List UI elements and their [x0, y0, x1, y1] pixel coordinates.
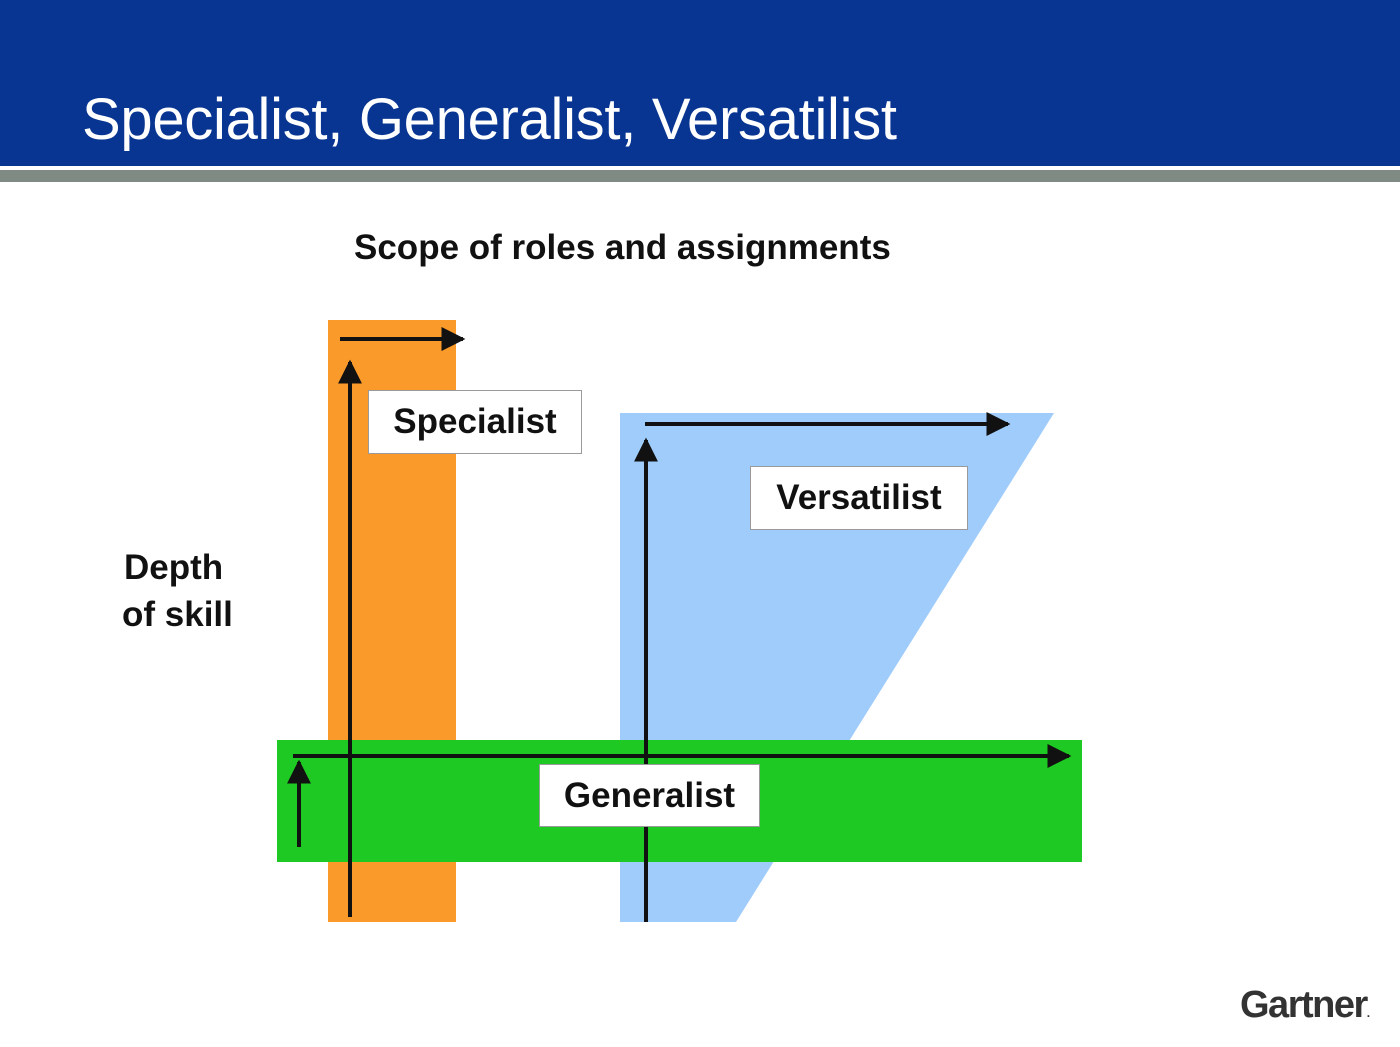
depth-axis-label-line1: Depth [124, 548, 224, 587]
depth-axis-label: Depth of skill [122, 544, 233, 638]
gartner-logo-text: Gartner [1240, 984, 1368, 1026]
scope-axis-label: Scope of roles and assignments [354, 228, 891, 267]
header-divider [0, 170, 1400, 182]
header-divider-white [0, 166, 1400, 170]
slide-title: Specialist, Generalist, Versatilist [82, 87, 897, 152]
depth-axis-label-line2: of skill [122, 595, 233, 634]
title-bar: Specialist, Generalist, Versatilist [0, 0, 1400, 166]
generalist-label: Generalist [539, 764, 760, 827]
logo-dot: . [1366, 1006, 1371, 1020]
specialist-label: Specialist [368, 390, 582, 454]
versatilist-label: Versatilist [750, 466, 968, 530]
gartner-logo: Gartner. [1240, 984, 1370, 1027]
